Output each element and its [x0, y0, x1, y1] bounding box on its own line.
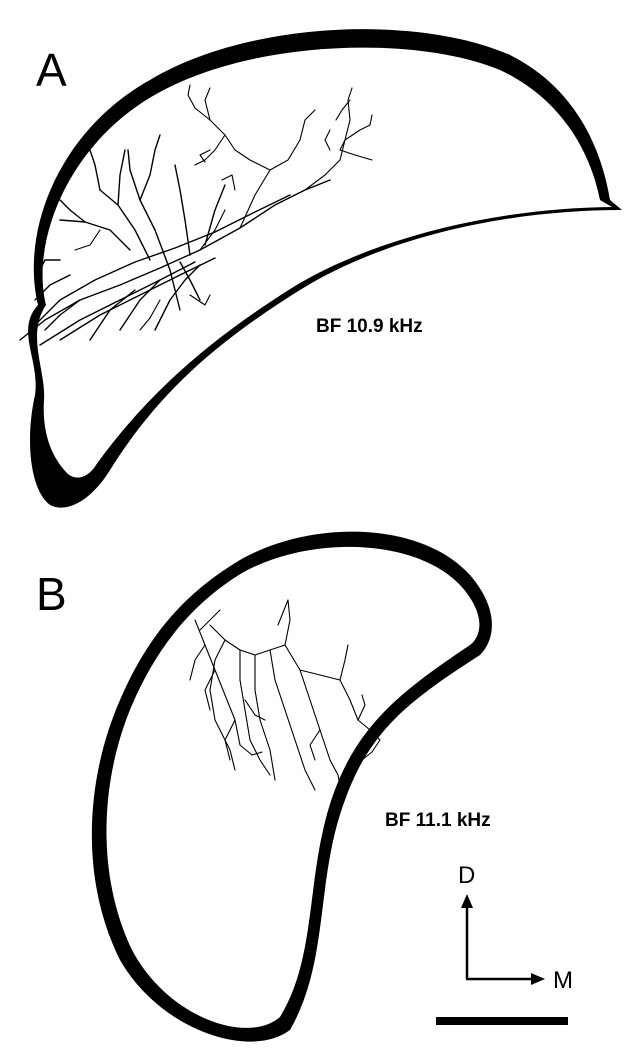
dorsal-arrowhead	[461, 894, 473, 908]
orientation-arrows: D M	[458, 862, 573, 994]
panel-b-bf-label: BF 11.1 kHz	[385, 810, 491, 831]
panel-b: B BF 11.1 kHz	[36, 532, 492, 1042]
medial-label: M	[553, 967, 573, 994]
panel-a-outline	[28, 29, 622, 507]
dorsal-label: D	[458, 862, 475, 889]
panel-a-bf-label: BF 10.9 kHz	[316, 316, 423, 337]
scale-bar	[436, 1017, 568, 1025]
panel-b-outline	[92, 532, 492, 1042]
panel-a: A BF 10.9 kHz	[20, 29, 622, 507]
medial-arrowhead	[531, 973, 545, 985]
neuron-a	[20, 85, 372, 345]
panel-a-label: A	[36, 44, 67, 96]
panel-b-label: B	[36, 568, 67, 620]
